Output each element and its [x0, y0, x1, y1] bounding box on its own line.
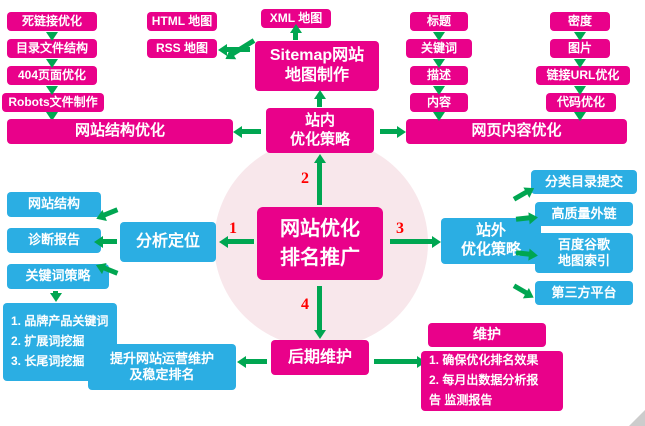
arrow-title-chain	[432, 32, 445, 41]
node-analysis-positioning: 分析定位	[120, 222, 216, 262]
node-code-optimization: 代码优化	[546, 93, 616, 112]
arrow-onsite-to-content	[380, 125, 406, 138]
arrow-center-to-maintenance	[313, 286, 326, 339]
arrow-center-to-offsite	[390, 235, 441, 248]
node-content: 内容	[410, 93, 468, 112]
node-404-page-optimization: 404页面优化	[7, 66, 97, 85]
node-center-website-optimization: 网站优化 排名推广	[257, 207, 383, 280]
node-rss-sitemap: RSS 地图	[147, 39, 217, 58]
arrow-robots-chain	[45, 112, 58, 121]
arrow-onsite-to-sitemap	[313, 90, 326, 107]
arrow-analysis-to-structure	[102, 207, 119, 218]
arrow-sitemap-to-rss	[218, 43, 250, 56]
arrow-images-chain	[573, 59, 586, 68]
arrow-description-chain	[432, 86, 445, 95]
node-site-structure-optimization: 网站结构优化	[7, 119, 233, 144]
corner-fold-mark	[629, 410, 645, 426]
node-improve-operation: 提升网站运营维护 及稳定排名	[88, 344, 236, 390]
node-third-party-platforms: 第三方平台	[535, 281, 633, 305]
arrow-code-chain	[573, 112, 586, 121]
step-number-1: 1	[229, 220, 237, 237]
node-directory-submission: 分类目录提交	[531, 170, 637, 194]
node-robots-file: Robots文件制作	[2, 93, 104, 112]
node-images: 图片	[550, 39, 610, 58]
node-dead-link-optimization: 死链接优化	[7, 12, 97, 31]
arrow-sitemap-to-xml	[289, 24, 302, 40]
node-maintenance-title: 维护	[428, 323, 546, 347]
arrow-offsite-to-directory	[512, 189, 529, 202]
node-density: 密度	[550, 12, 610, 31]
arrow-maintenance-to-improve	[237, 355, 267, 368]
node-map-indexing: 百度谷歌 地图索引	[535, 233, 633, 273]
arrow-content-chain	[432, 112, 445, 121]
node-directory-file-structure: 目录文件结构	[7, 39, 97, 58]
node-quality-backlinks: 高质量外链	[535, 202, 633, 226]
arrow-analysis-to-diagnosis	[94, 235, 117, 248]
arrow-keyword-to-detail	[49, 291, 62, 302]
arrow-center-to-onsite	[313, 154, 326, 205]
arrow-linkurl-chain	[573, 86, 586, 95]
node-html-sitemap: HTML 地图	[147, 12, 217, 31]
node-website-structure: 网站结构	[7, 192, 101, 217]
arrow-density-chain	[573, 32, 586, 41]
node-maintenance-detail-list: 1. 确保优化排名效果 2. 每月出数据分析报 告 监测报告	[421, 351, 563, 411]
arrow-offsite-to-thirdparty	[512, 283, 529, 296]
node-xml-sitemap: XML 地图	[261, 9, 331, 28]
arrow-404-chain	[45, 86, 58, 95]
arrow-directory-chain	[45, 59, 58, 68]
step-number-2: 2	[301, 170, 309, 187]
node-sitemap-creation: Sitemap网站 地图制作	[255, 41, 379, 91]
arrow-deadlink-chain	[45, 32, 58, 41]
node-page-content-optimization: 网页内容优化	[406, 119, 627, 144]
step-number-4: 4	[301, 296, 309, 313]
arrow-center-to-analysis	[219, 235, 254, 248]
node-keyword-strategy: 关键词策略	[7, 264, 109, 289]
arrow-onsite-to-structure	[233, 125, 261, 138]
node-title: 标题	[410, 12, 468, 31]
node-link-url-optimization: 链接URL优化	[536, 66, 630, 85]
arrow-maintenance-to-detail	[374, 355, 426, 368]
node-keywords: 关键词	[406, 39, 472, 58]
node-onsite-strategy: 站内 优化策略	[266, 108, 374, 153]
node-later-maintenance: 后期维护	[271, 340, 369, 375]
node-offsite-strategy: 站外 优化策略	[441, 218, 541, 264]
arrow-keywords-chain	[432, 59, 445, 68]
node-diagnosis-report: 诊断报告	[7, 228, 101, 253]
step-number-3: 3	[396, 220, 404, 237]
node-description: 描述	[410, 66, 468, 85]
